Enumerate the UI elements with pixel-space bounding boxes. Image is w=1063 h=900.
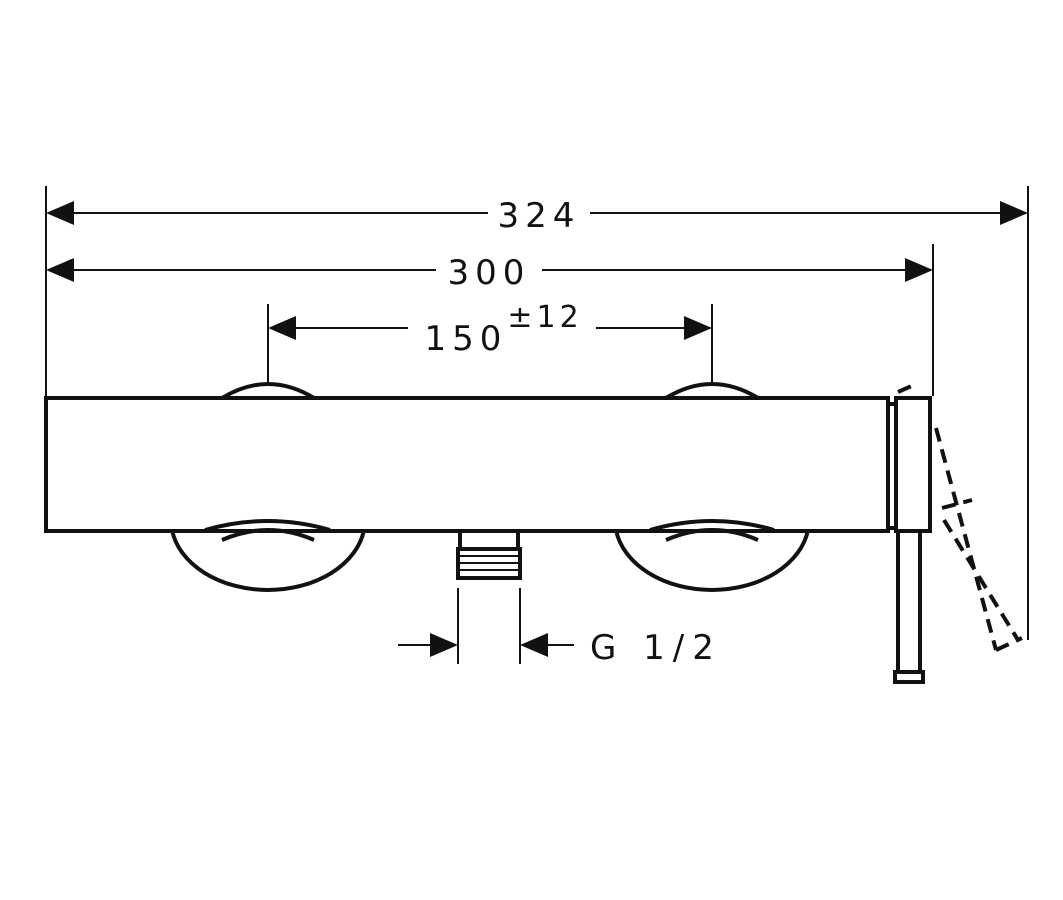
dimension-label-body: 300: [448, 253, 531, 293]
swing-tip: [995, 636, 1023, 652]
swing-lever-right: [942, 518, 1020, 642]
arrow-left-icon: [46, 258, 74, 282]
arrow-left-icon: [46, 201, 74, 225]
lever-handle: [886, 396, 932, 684]
lever-swing-path: [897, 382, 1023, 652]
outlet-fitting: [456, 529, 522, 580]
right-rosette-outer: [614, 529, 810, 592]
extension-lines: [45, 186, 1029, 664]
swing-lever-left: [934, 427, 998, 651]
dimension-overall-width: 324: [46, 196, 1028, 236]
dimension-center-distance: 150 ±12: [268, 300, 712, 359]
arrow-right-icon: [430, 633, 458, 657]
thread-label: G 1/2: [590, 628, 722, 668]
arrow-left-icon: [520, 633, 548, 657]
outlet-neck: [458, 529, 520, 551]
dimension-outlet-thread: G 1/2: [398, 628, 722, 668]
left-cap-top: [220, 382, 316, 400]
outlet-nut: [456, 547, 522, 580]
connection-caps-top: [220, 382, 760, 400]
left-rosette-outer: [170, 529, 366, 592]
swing-top-mark: [897, 382, 917, 394]
right-rosette-rim: [649, 519, 775, 532]
mixer-body: [44, 396, 890, 533]
dimension-label-overall: 324: [498, 196, 581, 236]
dimension-label-center: 150: [425, 319, 508, 359]
swing-collar-mark: [941, 498, 973, 510]
left-rosette-rim: [204, 519, 331, 532]
handle-cap: [894, 396, 932, 533]
lever-tip: [893, 670, 925, 684]
dimension-tolerance: ±12: [507, 300, 582, 335]
right-cap-top: [664, 382, 760, 400]
arrow-right-icon: [684, 316, 712, 340]
arrow-right-icon: [1000, 201, 1028, 225]
arrow-left-icon: [268, 316, 296, 340]
dimension-body-width: 300: [46, 253, 933, 293]
arrow-right-icon: [905, 258, 933, 282]
